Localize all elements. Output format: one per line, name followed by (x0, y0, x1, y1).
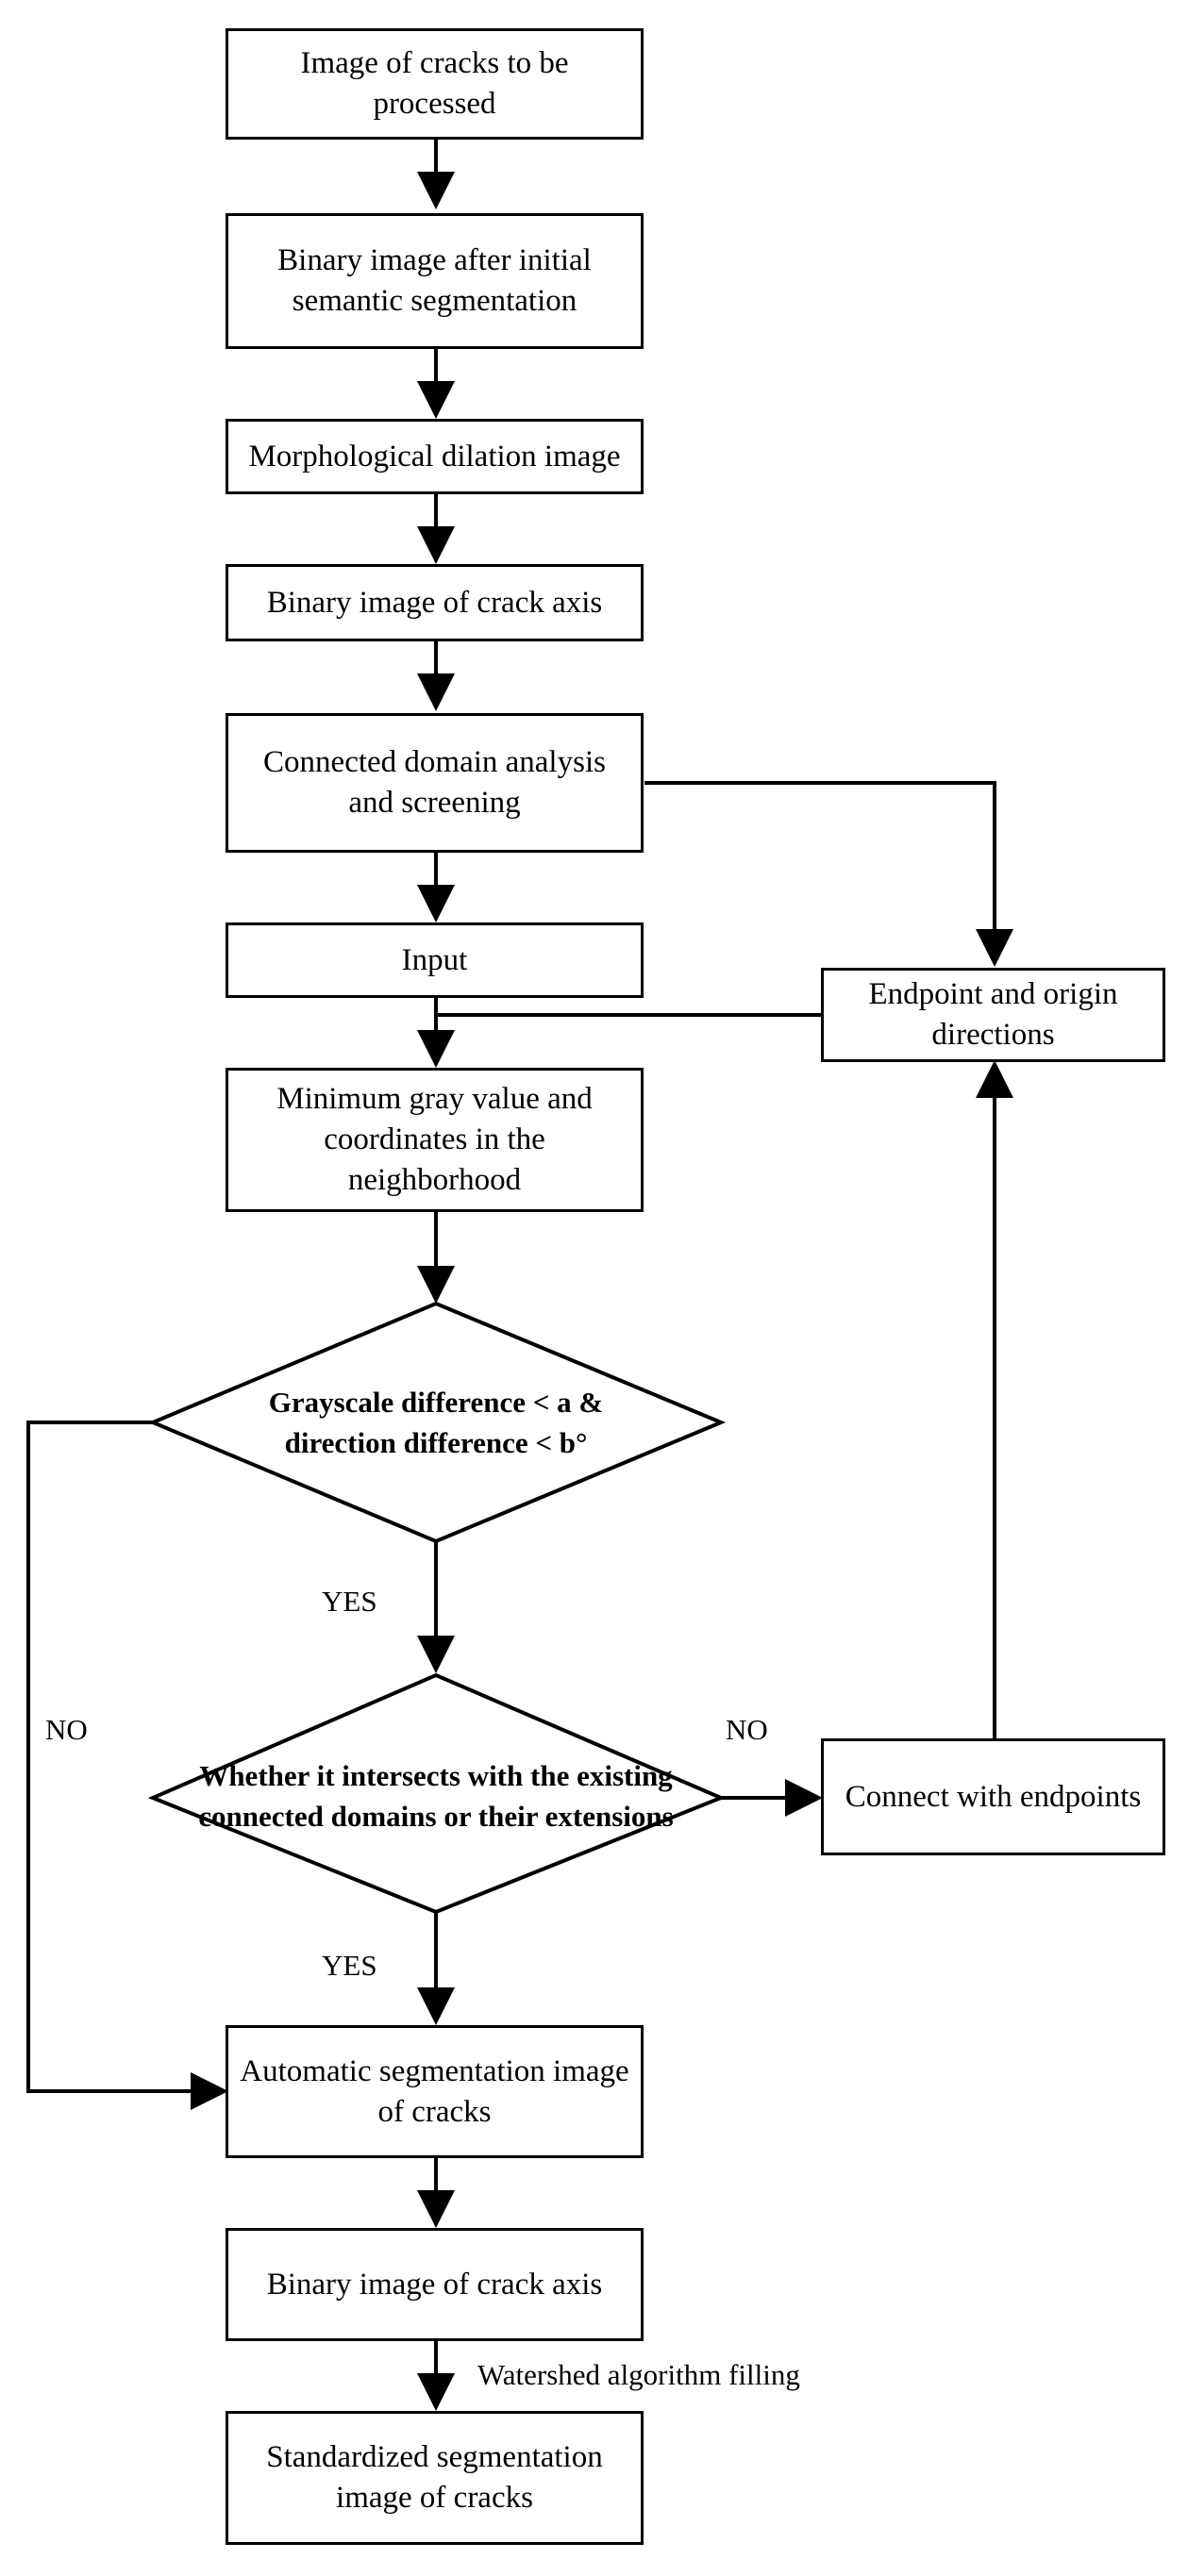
dilation-label: Morphological dilation image (248, 440, 621, 474)
yes-label-1: YES (322, 1585, 377, 1618)
connected-domain-label: Connected domain analysis and screening (263, 745, 606, 820)
no-label-left: NO (45, 1713, 88, 1746)
binary-initial-box: Binary image after initial semantic segm… (226, 213, 644, 349)
axis1-label: Binary image of crack axis (266, 586, 603, 620)
yes-label-2: YES (322, 1949, 377, 1982)
min-gray-label: Minimum gray value and coordinates in th… (276, 1082, 593, 1197)
decision1-label: Grayscale difference < a & direction dif… (268, 1386, 604, 1459)
watershed-label: Watershed algorithm filling (477, 2358, 800, 2391)
no-label-right: NO (726, 1713, 768, 1746)
auto-seg-box: Automatic segmentation image of cracks (226, 2025, 644, 2158)
decision1-diamond (147, 1301, 727, 1544)
connect-endpoints-label: Connect with endpoints (845, 1779, 1142, 1814)
input-label: Input (401, 942, 468, 977)
axis1-box: Binary image of crack axis (226, 564, 644, 641)
arrow-connected-to-endpoint (644, 781, 1013, 967)
input-box: Input (226, 922, 644, 998)
axis2-label: Binary image of crack axis (266, 2267, 603, 2302)
connected-domain-box: Connected domain analysis and screening (226, 713, 644, 853)
standardized-label: Standardized segmentation image of crack… (266, 2440, 603, 2515)
standardized-box: Standardized segmentation image of crack… (226, 2411, 644, 2545)
decision2-label: Whether it intersects with the existing … (198, 1759, 674, 1833)
decision2-text: Whether it intersects with the existing … (189, 1734, 683, 1858)
decision1-text: Grayscale difference < a & direction dif… (209, 1379, 662, 1466)
start-box: Image of cracks to be processed (226, 28, 644, 140)
dilation-box: Morphological dilation image (226, 419, 644, 494)
decision2-diamond (147, 1672, 727, 1915)
connect-endpoints-box: Connect with endpoints (821, 1738, 1165, 1855)
axis2-box: Binary image of crack axis (226, 2228, 644, 2341)
arrow-decision1-no (26, 1421, 228, 2110)
auto-seg-label: Automatic segmentation image of cracks (240, 2053, 629, 2129)
endpoint-box: Endpoint and origin directions (821, 968, 1165, 1062)
min-gray-box: Minimum gray value and coordinates in th… (226, 1068, 644, 1212)
binary-initial-label: Binary image after initial semantic segm… (277, 243, 592, 318)
start-label: Image of cracks to be processed (300, 46, 569, 121)
endpoint-label: Endpoint and origin directions (868, 977, 1118, 1052)
